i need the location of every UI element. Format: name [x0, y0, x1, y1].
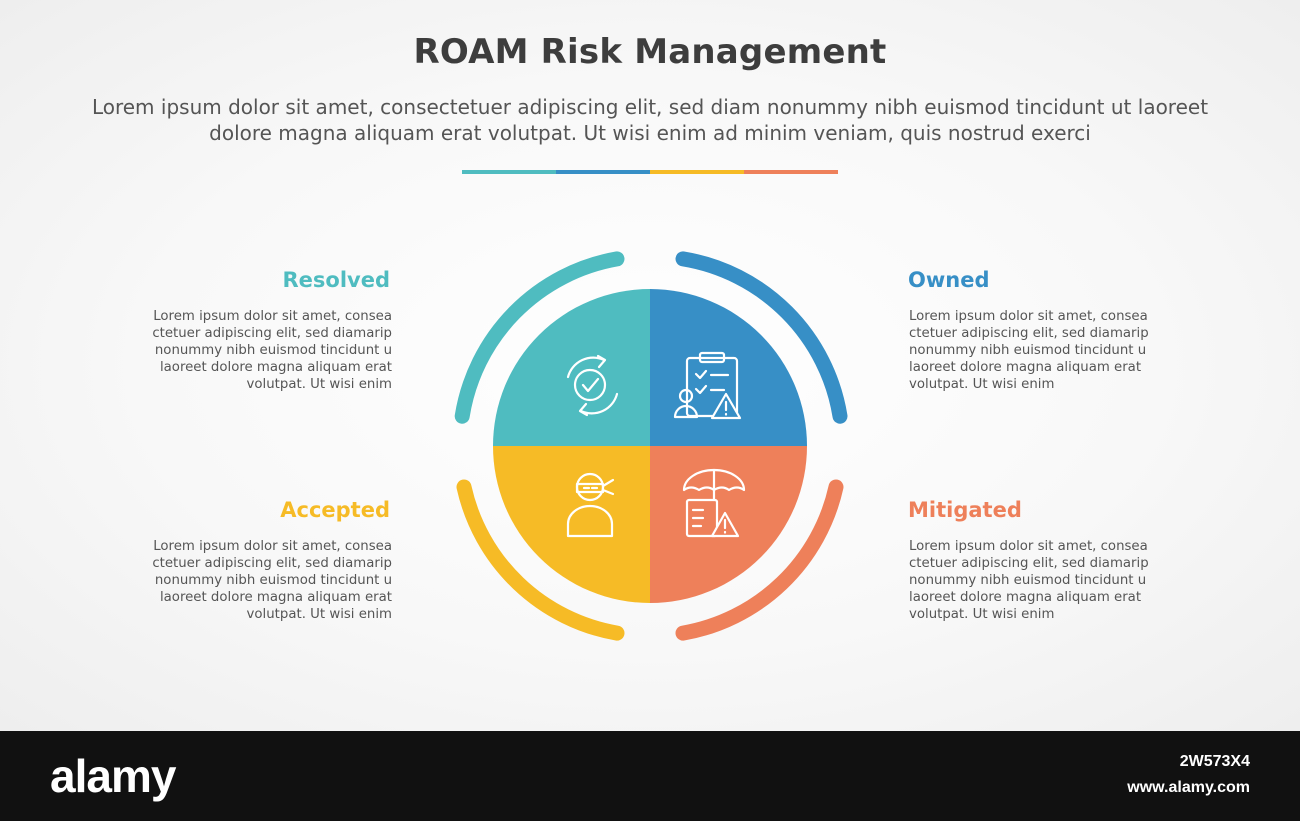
umbrella-clipboard-warning-icon [682, 468, 746, 538]
footer-bar: alamy 2W573X4 www.alamy.com [0, 731, 1300, 821]
divider-segment-blue [556, 170, 650, 174]
footer-logo: alamy [50, 750, 176, 802]
quadrant-accepted [493, 446, 650, 603]
roam-circle-diagram [454, 251, 848, 641]
heading-mitigated: Mitigated [908, 498, 1022, 522]
arc-accepted [456, 479, 625, 641]
text-mitigated: Lorem ipsum dolor sit amet, consea ctetu… [909, 539, 1149, 622]
arc-mitigated [675, 479, 844, 641]
color-divider [462, 170, 838, 174]
heading-accepted: Accepted [280, 498, 390, 522]
heading-owned: Owned [908, 268, 990, 292]
arc-resolved [454, 251, 625, 424]
page-title: ROAM Risk Management [413, 32, 887, 72]
page-subtitle: Lorem ipsum dolor sit amet, consectetuer… [91, 95, 1209, 145]
divider-segment-yellow [650, 170, 744, 174]
footer-url: www.alamy.com [1127, 779, 1250, 796]
text-accepted: Lorem ipsum dolor sit amet, consea ctetu… [152, 539, 392, 622]
clipboard-person-warning-icon [673, 351, 742, 420]
divider-segment-orange [744, 170, 838, 174]
ninja-person-icon [566, 472, 615, 538]
divider-segment-teal [462, 170, 556, 174]
heading-resolved: Resolved [282, 268, 390, 292]
text-resolved: Lorem ipsum dolor sit amet, consea ctetu… [152, 309, 392, 392]
infographic-slide: ROAM Risk Management Lorem ipsum dolor s… [0, 0, 1300, 731]
refresh-check-icon [566, 354, 619, 417]
arc-owned [675, 251, 848, 424]
footer-image-id: 2W573X4 [1179, 753, 1250, 770]
text-owned: Lorem ipsum dolor sit amet, consea ctetu… [909, 309, 1149, 392]
